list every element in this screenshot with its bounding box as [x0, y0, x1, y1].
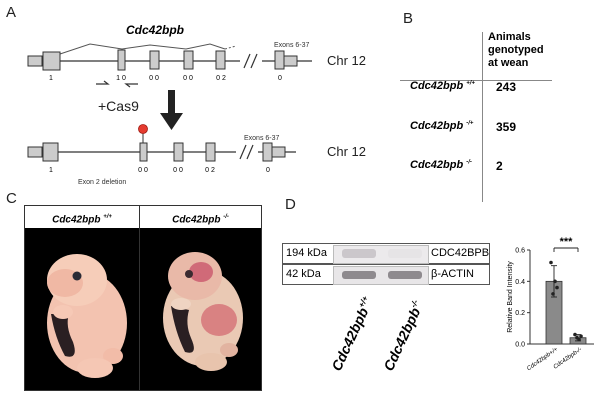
blot-box [333, 266, 429, 285]
phase-label: 0 2 [205, 167, 215, 174]
y-tick-label: 0.6 [515, 248, 525, 255]
band-actin-wt [342, 271, 376, 279]
y-tick-label: 0.4 [515, 279, 525, 286]
genotype-count: 359 [496, 120, 517, 134]
phase-label: 0 2 [216, 75, 226, 82]
table-header: Animals genotyped at wean [488, 31, 544, 69]
exons-label-bottom: Exons 6-37 [244, 135, 280, 142]
gene-name: Cdc42bpb [126, 23, 184, 37]
guide-arrow-left [96, 80, 110, 85]
table-divider-horizontal [400, 80, 552, 81]
panel-c-label: C [6, 190, 17, 207]
cas9-label: +Cas9 [98, 98, 139, 114]
break-mark-top [243, 53, 251, 69]
protein-label: CDC42BPB [431, 247, 490, 259]
western-blot: 194 kDa CDC42BPB 42 kDa β-ACTIN [282, 243, 490, 285]
data-point [549, 260, 553, 265]
wildtype-embryo [47, 254, 127, 378]
exon-2 [117, 49, 126, 71]
data-point [555, 285, 559, 290]
phase-label: 0 [266, 167, 270, 174]
phase-label: 0 0 [149, 75, 159, 82]
cas9-arrow-head [160, 113, 183, 130]
y-axis-label: Relative Band Intensity [507, 261, 514, 333]
blot-row: 42 kDa β-ACTIN [282, 264, 490, 285]
embryo-images [47, 228, 243, 390]
break-mark-bottom [239, 144, 247, 160]
exon-5 [215, 50, 226, 70]
panel-d-label: D [285, 196, 296, 213]
deletion-label: Exon 2 deletion [78, 179, 126, 186]
blot-box [333, 245, 429, 264]
chr-label-top: Chr 12 [327, 53, 366, 68]
genotype-row-label: Cdc42bpb -/+ [410, 120, 474, 132]
cas9-arrow-shaft [168, 90, 175, 114]
genotype-count: 2 [496, 159, 503, 173]
phase-label: 0 0 [138, 167, 148, 174]
lane-label-ko: Cdc42bpb-/- [380, 298, 426, 373]
exon-3 [149, 50, 160, 70]
panel-b-label: B [403, 10, 414, 27]
utr-box [27, 55, 43, 67]
data-point [553, 279, 557, 284]
band-cdc42bpb-ko [388, 249, 422, 258]
exon-5-bottom [205, 142, 216, 162]
y-tick-label: 0.2 [515, 310, 525, 317]
data-point [575, 335, 579, 340]
phase-label: 0 0 [173, 167, 183, 174]
mw-label: 42 kDa [286, 268, 321, 280]
guide-arrow-right [124, 83, 138, 88]
blot-row: 194 kDa CDC42BPB [282, 243, 490, 264]
exon-6 [274, 50, 285, 70]
lane-label-wt: Cdc42bpb+/+ [328, 294, 376, 373]
deletion-marker [138, 124, 148, 134]
embryo-photo-panel: Cdc42bpb +/+ Cdc42bpb -/- [24, 205, 262, 391]
genotype-count: 243 [496, 80, 517, 94]
band-cdc42bpb-wt [342, 249, 376, 258]
lane-labels: Cdc42bpb+/+ Cdc42bpb-/- [328, 294, 426, 373]
knockout-header: Cdc42bpb -/- [140, 206, 261, 228]
genotype-table: Animals genotyped at wean Cdc42bpb +/+ 2… [400, 28, 600, 202]
exon-1 [42, 51, 61, 71]
data-point [551, 292, 555, 296]
exon-4 [183, 50, 194, 70]
data-point [579, 334, 583, 338]
mw-label: 194 kDa [286, 247, 327, 259]
data-point [573, 332, 577, 337]
exon-6-bottom [262, 142, 273, 162]
chr-label-bottom: Chr 12 [327, 144, 366, 159]
band-actin-ko [388, 271, 422, 279]
phase-label: 0 [278, 75, 282, 82]
exons-label-top: Exons 6-37 [274, 42, 310, 49]
splice-arcs [59, 43, 226, 55]
exon-1-bottom [42, 142, 59, 162]
genotype-row-label: Cdc42bpb +/+ [410, 80, 475, 92]
exon-3-bottom [139, 142, 148, 162]
knockout-embryo [163, 252, 243, 371]
phase-label: 1 [49, 75, 53, 82]
panel-a-label: A [6, 4, 17, 21]
y-tick-label: 0.0 [515, 342, 525, 349]
significance-stars: *** [560, 236, 574, 248]
gene-targeting-diagram: Cdc42bpb Exons 6-37 Chr 12 1 1 0 0 0 0 0… [27, 23, 366, 186]
phase-label: 1 0 [116, 75, 126, 82]
genotype-row-label: Cdc42bpb -/- [410, 159, 472, 171]
protein-label: β-ACTIN [431, 268, 474, 280]
table-divider-vertical [482, 32, 483, 202]
phase-label: 1 [49, 167, 53, 174]
phase-label: 0 0 [183, 75, 193, 82]
exon-4-bottom [173, 142, 184, 162]
wildtype-header: Cdc42bpb +/+ [25, 206, 140, 228]
